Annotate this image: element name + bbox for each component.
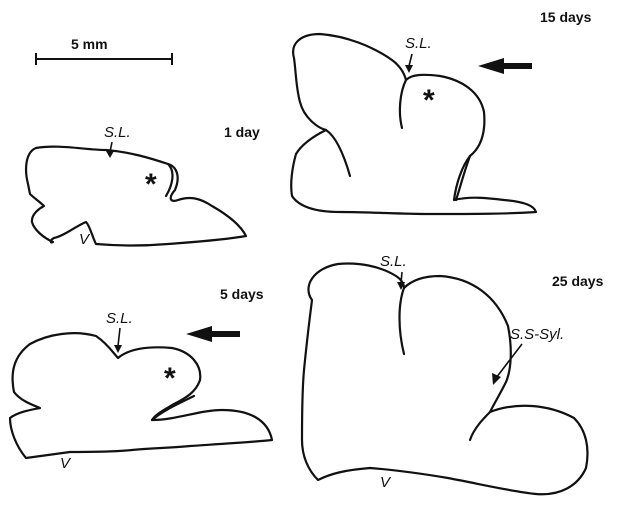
sulcus-pointer-5-days	[114, 345, 122, 353]
bold-arrow-5-days	[186, 326, 240, 342]
age-label-1-day: 1 day	[224, 124, 260, 140]
sulcus-lateral-15-days	[400, 80, 406, 128]
scale-bar: 5 mm	[36, 36, 172, 65]
ventral-label-25-days: V	[380, 474, 392, 491]
sulcus-label-1-day: S.L.	[104, 124, 131, 141]
ventral-label-5-days: V	[60, 455, 72, 472]
sulcus-lateral-25-days	[400, 288, 405, 354]
panel-25-days: S.L. S.S-Syl. 25 days V	[302, 253, 604, 494]
brain-outline-25-days	[302, 264, 588, 495]
sulcus-label-25-days: S.L.	[380, 253, 407, 270]
asterisk-5-days: *	[164, 362, 176, 395]
panel-5-days: S.L. * 5 days V	[10, 286, 272, 472]
sylvian-sulcus-label-25-days: S.S-Syl.	[510, 326, 564, 343]
panel-1-day: S.L. * 1 day V	[26, 124, 260, 248]
asterisk-1-day: *	[145, 168, 157, 201]
sulcus-label-15-days: S.L.	[405, 35, 432, 52]
sylvian-pointer-25-days	[492, 373, 501, 385]
bold-arrow-15-days	[478, 58, 532, 74]
sulcus-1-day	[166, 164, 172, 196]
sulcus-sylvian-25-days	[470, 412, 490, 440]
age-label-5-days: 5 days	[220, 286, 264, 302]
sulcus-5-days	[152, 396, 194, 420]
brain-outline-5-days	[10, 333, 272, 458]
sulcus-pointer-1-day	[106, 151, 114, 158]
panel-15-days: S.L. * 15 days	[291, 9, 591, 214]
age-label-15-days: 15 days	[540, 9, 592, 25]
scale-bar-label: 5 mm	[71, 36, 108, 52]
asterisk-15-days: *	[423, 84, 435, 117]
sulcus-pointer-15-days	[405, 65, 413, 73]
age-label-25-days: 25 days	[552, 273, 604, 289]
sulcus-label-5-days: S.L.	[106, 310, 133, 327]
ventral-label-1-day: V	[79, 231, 91, 248]
sulcus-ventral-15-days	[326, 130, 350, 176]
brain-outline-1-day	[26, 147, 246, 246]
